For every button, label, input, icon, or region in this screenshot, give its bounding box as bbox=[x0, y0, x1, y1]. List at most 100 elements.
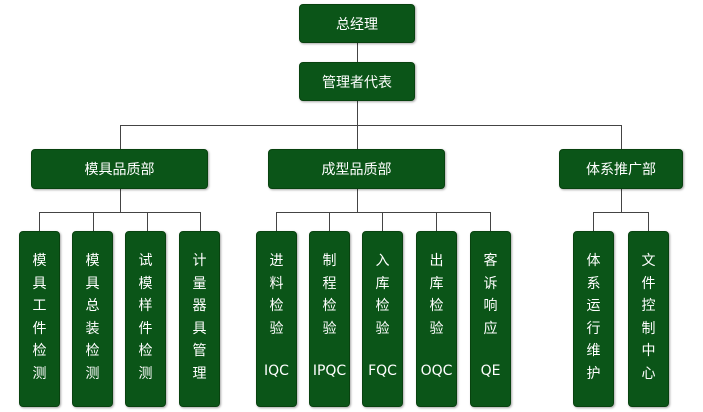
connector-line bbox=[147, 212, 148, 231]
label-char: 检 bbox=[138, 343, 153, 359]
system-promotion-dept-node: 体系推广部 bbox=[559, 149, 683, 189]
label-char: 测 bbox=[85, 365, 100, 382]
label-char: 检 bbox=[322, 298, 337, 314]
label-char: 检 bbox=[269, 298, 284, 314]
label-char: 文 bbox=[641, 253, 656, 269]
leaf-mold-part-inspection: 模具工件检测 bbox=[19, 231, 60, 407]
label-char: 量 bbox=[192, 275, 207, 292]
connector-line bbox=[39, 212, 201, 213]
connector-line bbox=[621, 189, 622, 213]
molding-quality-dept-node: 成型品质部 bbox=[268, 149, 445, 189]
connector-line bbox=[329, 212, 330, 231]
label-char: 具 bbox=[32, 275, 47, 292]
inspection-code: IPQC bbox=[312, 363, 347, 379]
label-char: 应 bbox=[483, 320, 498, 337]
label-char: 件 bbox=[32, 320, 47, 337]
label-char: 运 bbox=[586, 298, 601, 314]
label-char: 维 bbox=[586, 343, 601, 359]
connector-line bbox=[593, 212, 649, 213]
label-char: 检 bbox=[429, 298, 444, 314]
label-char: 库 bbox=[429, 275, 444, 292]
connector-line bbox=[39, 212, 40, 231]
connector-line bbox=[357, 125, 358, 149]
connector-line bbox=[382, 212, 383, 231]
general-manager-node: 总经理 bbox=[299, 4, 415, 43]
leaf-mold-assembly-inspection: 模具总装检测 bbox=[72, 231, 113, 407]
management-representative-node: 管理者代表 bbox=[299, 62, 415, 101]
label-char: 具 bbox=[85, 275, 100, 292]
label-char: 具 bbox=[192, 320, 207, 337]
connector-line bbox=[120, 189, 121, 213]
leaf-trial-sample-inspection: 试模样件检测 bbox=[125, 231, 166, 407]
label-char: 检 bbox=[375, 298, 390, 314]
label-char: 库 bbox=[375, 275, 390, 292]
connector-line bbox=[120, 125, 121, 149]
label-char: 验 bbox=[429, 320, 444, 337]
connector-line bbox=[436, 212, 437, 231]
label-char: 客 bbox=[483, 253, 498, 269]
inspection-code: FQC bbox=[368, 363, 397, 379]
label-char: 验 bbox=[269, 320, 284, 337]
label-char: 件 bbox=[641, 275, 656, 292]
label-char: 模 bbox=[138, 275, 153, 292]
label-char: 体 bbox=[586, 253, 601, 269]
label-char: 响 bbox=[483, 298, 498, 314]
label-char: 工 bbox=[32, 298, 47, 314]
connector-line bbox=[593, 212, 594, 231]
label-char: 计 bbox=[192, 253, 207, 269]
label-char: 控 bbox=[641, 298, 656, 314]
connector-line bbox=[357, 189, 358, 213]
label-char: 入 bbox=[375, 253, 390, 269]
label-char: 检 bbox=[85, 343, 100, 359]
label-char: 心 bbox=[641, 365, 656, 382]
label-char: 测 bbox=[32, 365, 47, 382]
label-char: 中 bbox=[641, 343, 656, 359]
inspection-code: QE bbox=[480, 363, 501, 379]
leaf-measuring-tool-management: 计量器具管理 bbox=[179, 231, 220, 407]
label-char: 验 bbox=[375, 320, 390, 337]
label-char: 出 bbox=[429, 253, 444, 269]
label-char: 测 bbox=[138, 365, 153, 382]
label-char: 理 bbox=[192, 365, 207, 382]
connector-line bbox=[648, 212, 649, 231]
inspection-code: IQC bbox=[264, 363, 289, 379]
leaf-warehouse-in-inspection: 入库检验 FQC bbox=[362, 231, 403, 407]
label-char: 护 bbox=[586, 365, 601, 382]
leaf-process-inspection: 制程检验 IPQC bbox=[309, 231, 350, 407]
connector-line bbox=[93, 212, 94, 231]
label-char: 行 bbox=[586, 320, 601, 337]
label-char: 模 bbox=[85, 253, 100, 269]
label-char: 系 bbox=[586, 275, 601, 292]
leaf-complaint-response: 客诉响应 QE bbox=[470, 231, 511, 407]
mold-quality-dept-node: 模具品质部 bbox=[31, 149, 208, 189]
label-char: 验 bbox=[322, 320, 337, 337]
label-char: 器 bbox=[192, 298, 207, 314]
label-char: 总 bbox=[85, 298, 100, 314]
label-char: 程 bbox=[322, 275, 337, 292]
label-char: 诉 bbox=[483, 275, 498, 292]
connector-line bbox=[200, 212, 201, 231]
label-char: 制 bbox=[322, 253, 337, 269]
label-char: 制 bbox=[641, 320, 656, 337]
connector-line bbox=[120, 125, 621, 126]
label-char: 检 bbox=[32, 343, 47, 359]
leaf-document-control-center: 文件控制中心 bbox=[628, 231, 669, 407]
label-char: 装 bbox=[85, 320, 100, 337]
label-char: 管 bbox=[192, 343, 207, 359]
inspection-code: OQC bbox=[420, 363, 453, 379]
label-char: 试 bbox=[138, 253, 153, 269]
label-char: 模 bbox=[32, 253, 47, 269]
leaf-system-maintenance: 体系运行维护 bbox=[573, 231, 614, 407]
connector-line bbox=[276, 212, 277, 231]
label-char: 料 bbox=[269, 275, 284, 292]
connector-line bbox=[357, 101, 358, 126]
label-char: 件 bbox=[138, 320, 153, 337]
connector-line bbox=[621, 125, 622, 149]
connector-line bbox=[357, 43, 358, 62]
label-char: 样 bbox=[138, 298, 153, 314]
label-char: 进 bbox=[269, 253, 284, 269]
leaf-incoming-inspection: 进料检验 IQC bbox=[256, 231, 297, 407]
leaf-warehouse-out-inspection: 出库检验 OQC bbox=[416, 231, 457, 407]
connector-line bbox=[490, 212, 491, 231]
